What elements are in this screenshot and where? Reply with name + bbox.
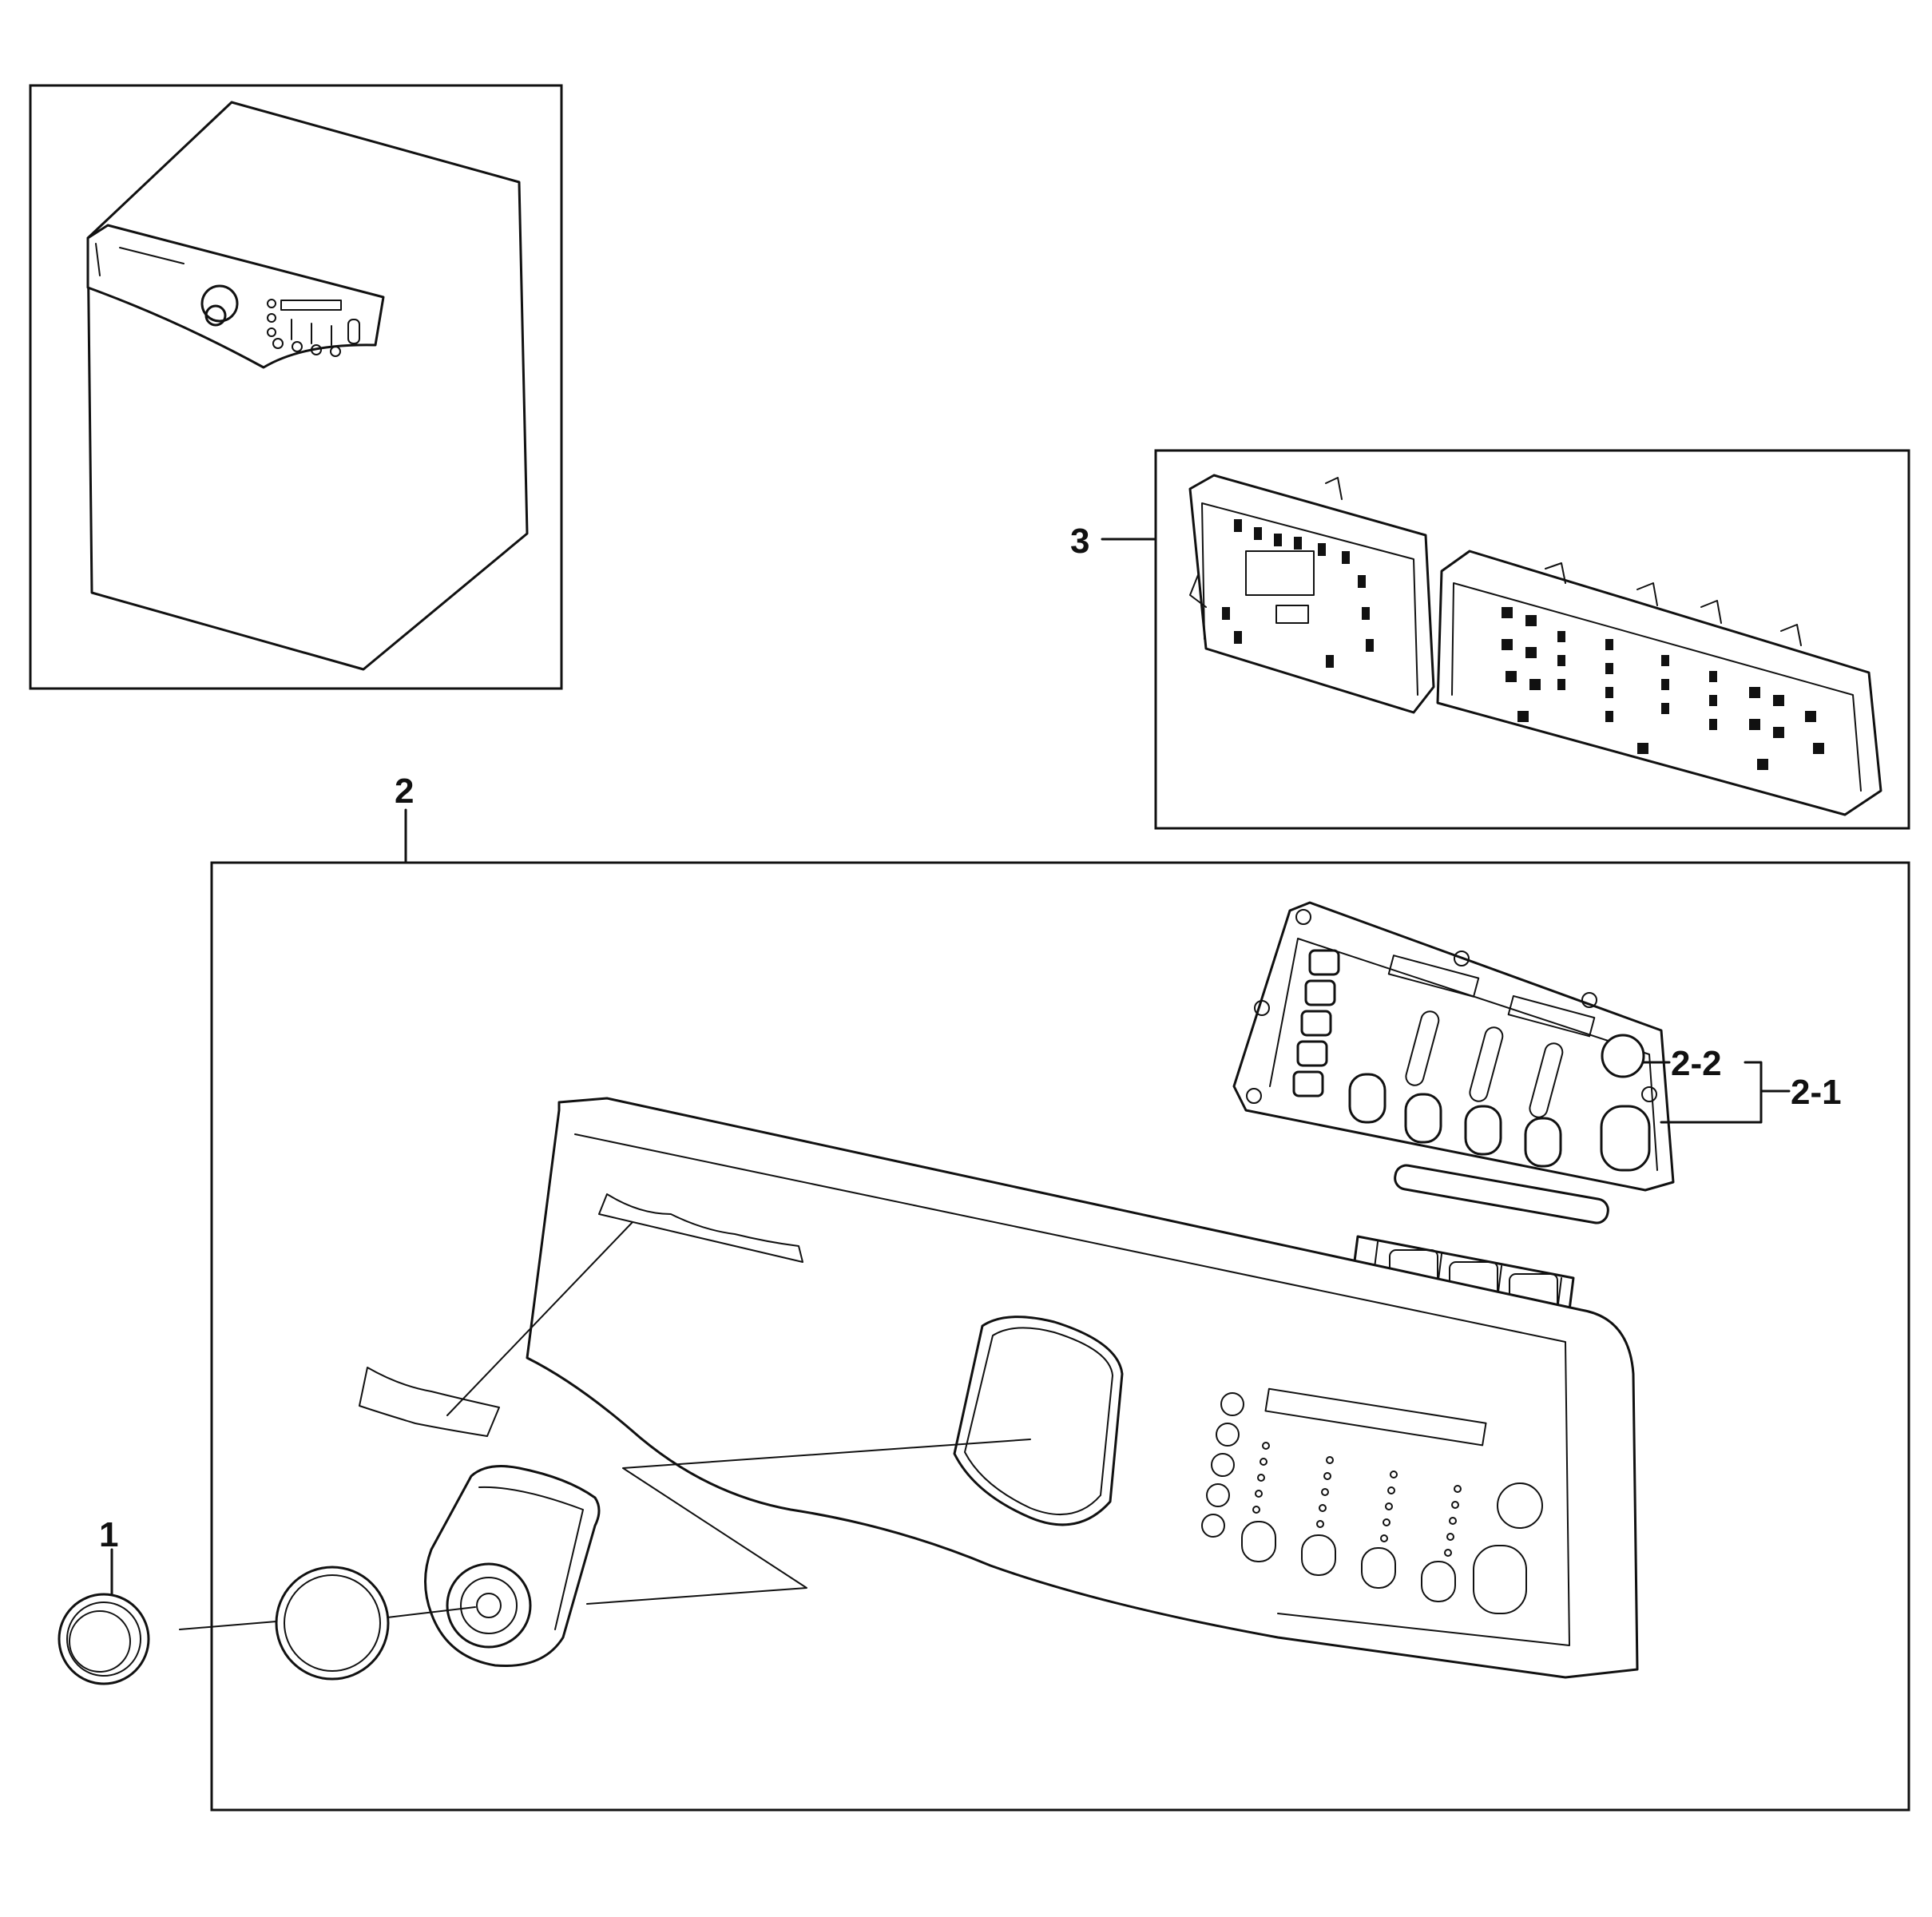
knob-holder	[424, 1465, 601, 1668]
pcb-module-group: 3	[1070, 449, 1910, 830]
pcb-right-components	[1502, 607, 1824, 770]
leader-label-strip	[446, 1221, 633, 1416]
callout-bracket: 2-2 2-1	[1642, 1044, 1842, 1124]
label-strip	[359, 1367, 500, 1437]
panel-power-button	[1473, 1545, 1527, 1614]
knob-ring	[275, 1566, 390, 1681]
pcb-module-left-housing	[1188, 474, 1435, 714]
pcb-main-mount-holes	[1246, 909, 1657, 1104]
panel-start-button	[1497, 1482, 1543, 1529]
brand-label-strip	[598, 1193, 803, 1263]
callout-2-1: 2-1	[1791, 1073, 1842, 1112]
control-panel-body	[526, 1097, 1639, 1679]
panel-cycle-buttons	[1241, 1521, 1456, 1602]
knob	[58, 1593, 150, 1685]
control-panel-assy-group: 2	[58, 772, 1910, 1812]
callout-3: 3	[1070, 522, 1089, 561]
pcb-main-board	[1232, 901, 1675, 1192]
callout-2-2: 2-2	[1671, 1044, 1722, 1083]
callout-2: 2	[395, 772, 414, 811]
pcb-main-buttons	[1348, 1073, 1651, 1172]
pcb-sub-button	[1601, 1034, 1645, 1078]
overview-box	[29, 84, 563, 690]
callout-1: 1	[99, 1515, 118, 1554]
knob-opening	[953, 1316, 1124, 1526]
panel-led-columns	[1252, 1442, 1462, 1557]
pcb-left-components	[1222, 519, 1374, 668]
washer-cabinet-illustration	[86, 101, 529, 671]
display-window	[1264, 1387, 1487, 1447]
pcb-main-slots	[1405, 1010, 1564, 1118]
display-window-strip	[1394, 1164, 1609, 1224]
pcb-main-led-column	[1292, 949, 1340, 1097]
assembly-leaders	[179, 1439, 1031, 1630]
panel-option-buttons	[1201, 1392, 1244, 1538]
pcb-module-right-housing	[1436, 550, 1882, 816]
